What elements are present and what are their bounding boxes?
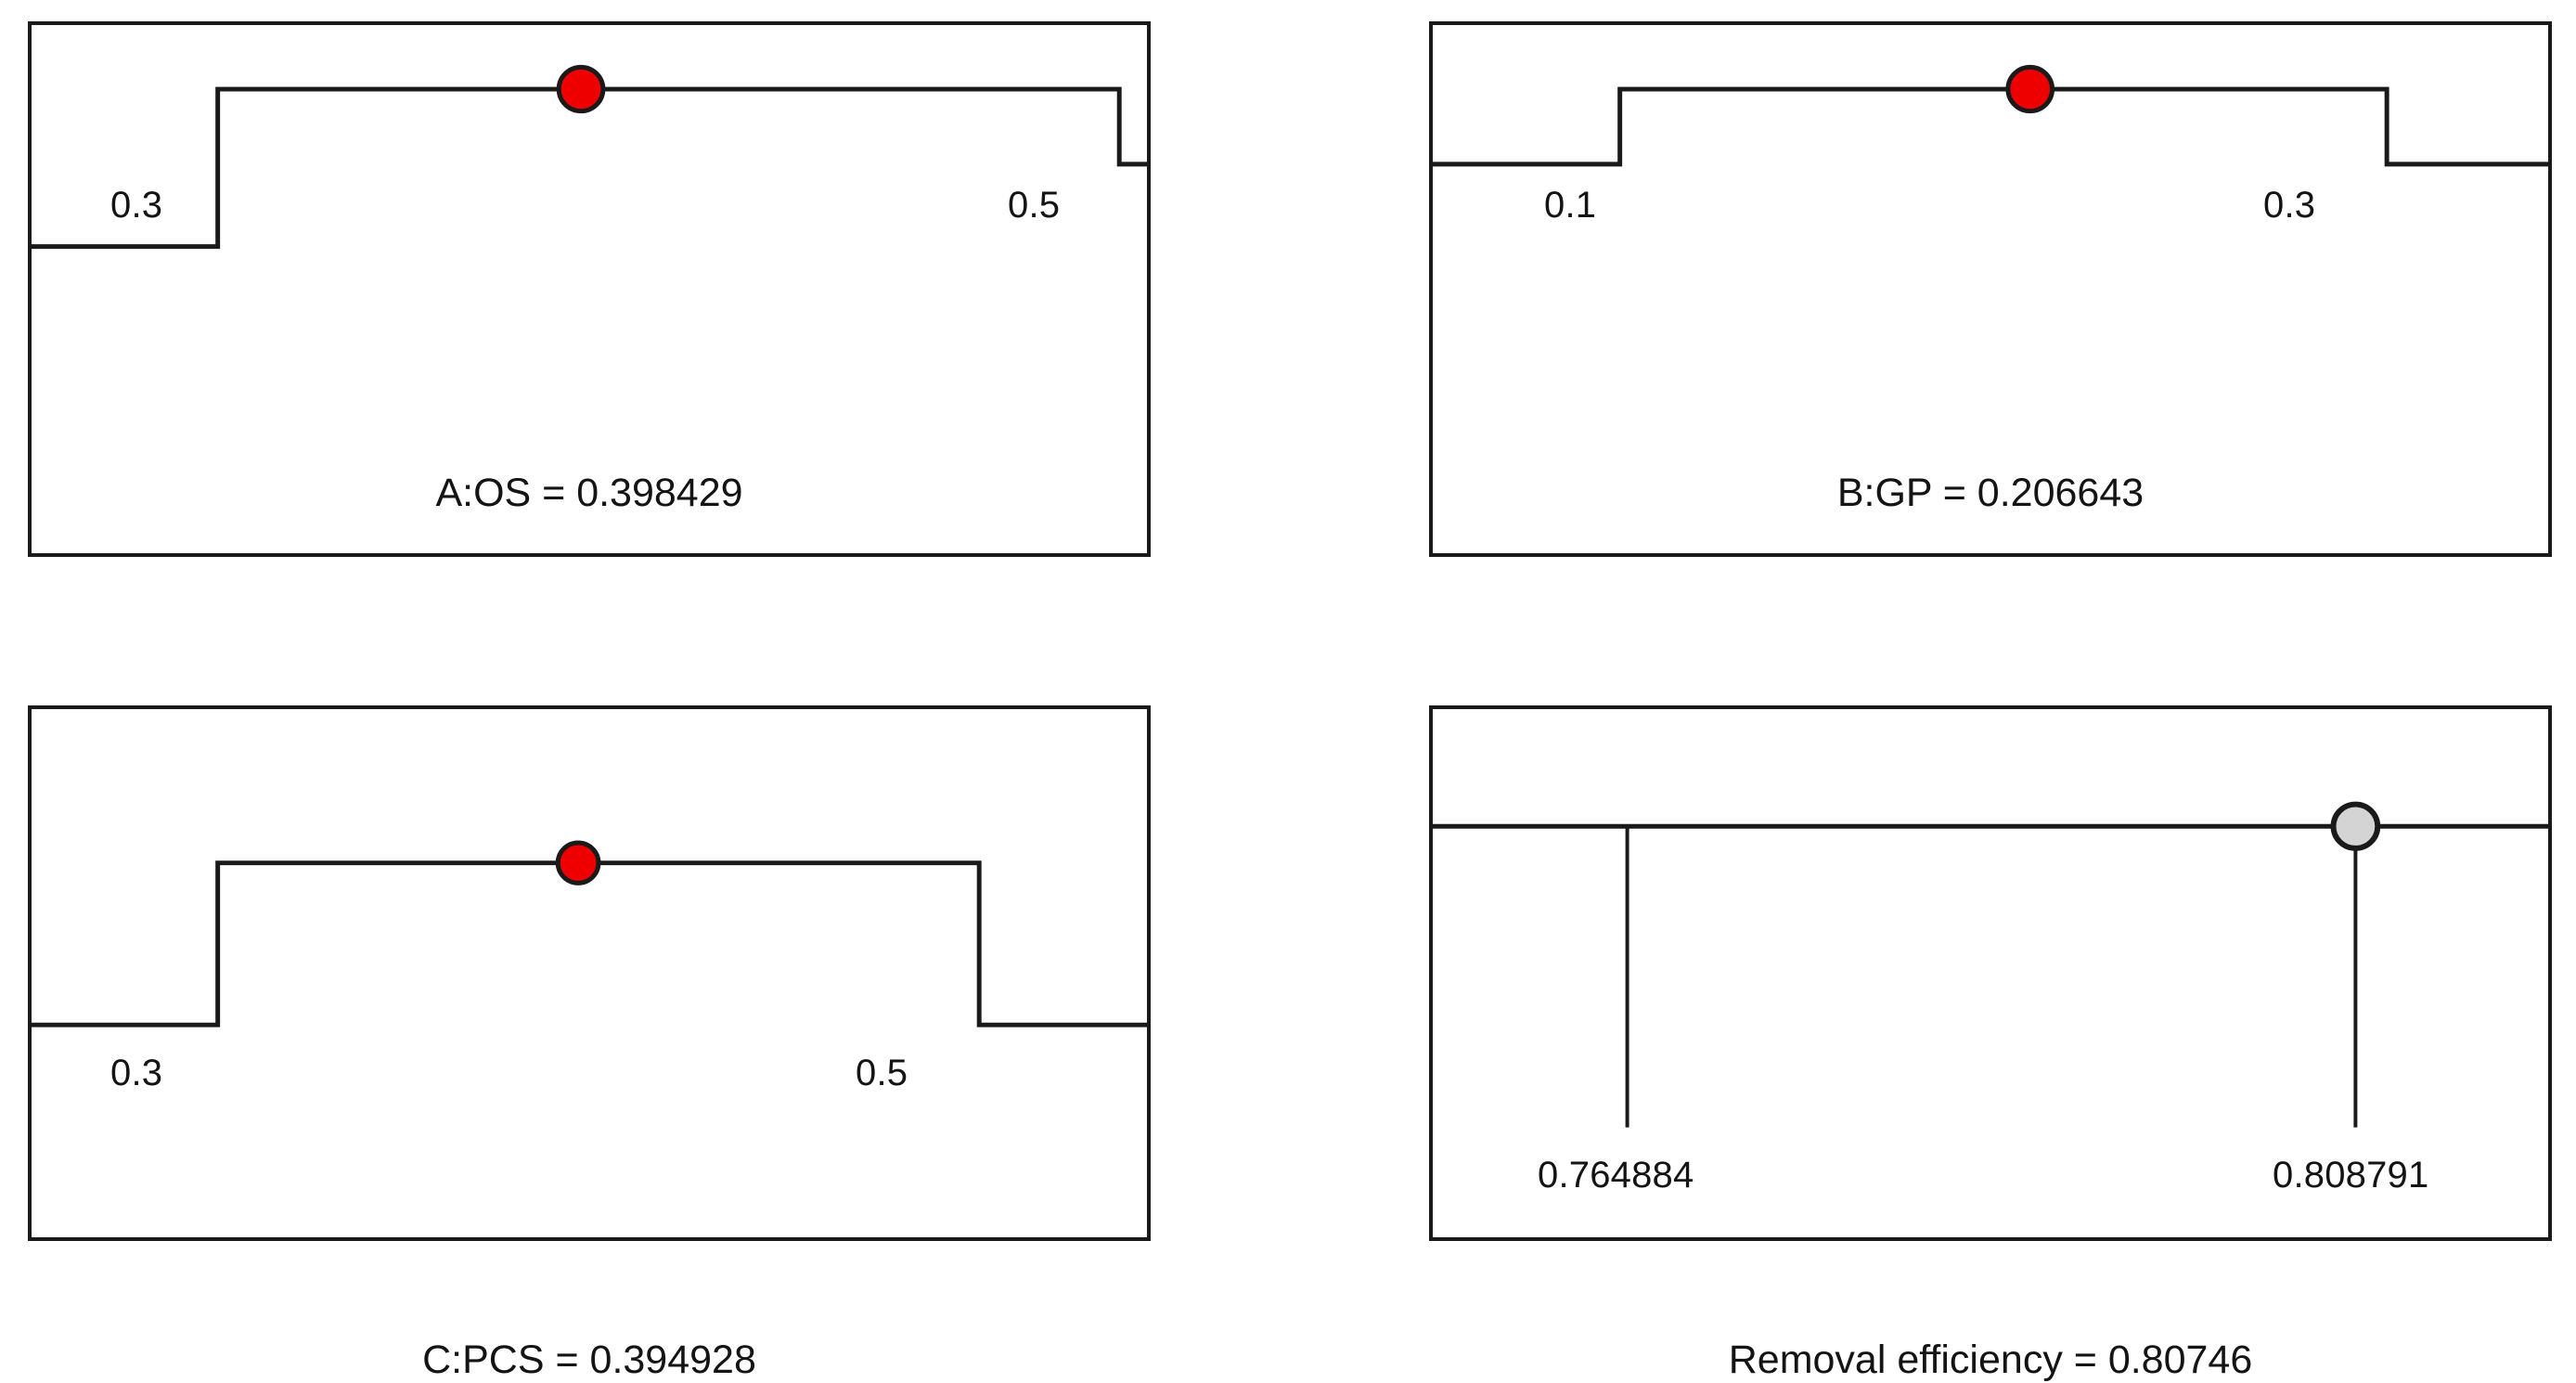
ramp-plot-c: [32, 840, 1147, 1028]
caption-b: B:GP = 0.206643: [1836, 471, 2145, 515]
gray-dot-marker[interactable]: [2330, 801, 2381, 851]
figure-root: 0.3 0.5 A:OS = 0.398429 0.1 0.3 B:GP = 0…: [28, 21, 2552, 1382]
caption-a: A:OS = 0.398429: [435, 471, 743, 515]
panel-a-os: 0.3 0.5 A:OS = 0.398429: [28, 21, 1151, 557]
tick-label-low-a: 0.3: [110, 185, 163, 226]
ramp-step-path-a: [32, 86, 1147, 250]
response-plot-d: [1433, 801, 2548, 1128]
tick-label-low-d: 0.764884: [1538, 1155, 1694, 1196]
panel-d-removal-efficiency: 0.764884 0.808791 Removal efficiency = 0…: [1429, 705, 2552, 1382]
caption-c: C:PCS = 0.394928: [422, 1338, 756, 1382]
panel-c-pcs: 0.3 0.5 C:PCS = 0.394928: [28, 705, 1151, 1382]
ramp-step-path-b: [1433, 86, 2548, 167]
red-dot-marker[interactable]: [2005, 64, 2055, 114]
tick-label-high-d: 0.808791: [2273, 1155, 2429, 1196]
tick-label-low-b: 0.1: [1544, 185, 1597, 226]
tick-label-low-c: 0.3: [110, 1053, 163, 1093]
tick-label-high-c: 0.5: [856, 1053, 908, 1093]
ramp-plot-b: [1433, 64, 2548, 167]
panel-b-gp: 0.1 0.3 B:GP = 0.206643: [1429, 21, 2552, 557]
tick-label-high-b: 0.3: [2263, 185, 2316, 226]
caption-d: Removal efficiency = 0.80746: [1728, 1338, 2253, 1382]
red-dot-marker[interactable]: [556, 64, 606, 114]
tick-label-high-a: 0.5: [1008, 185, 1061, 226]
ramp-plot-a: [32, 64, 1147, 250]
ramp-step-path-c: [32, 860, 1147, 1028]
red-dot-marker[interactable]: [555, 840, 601, 885]
